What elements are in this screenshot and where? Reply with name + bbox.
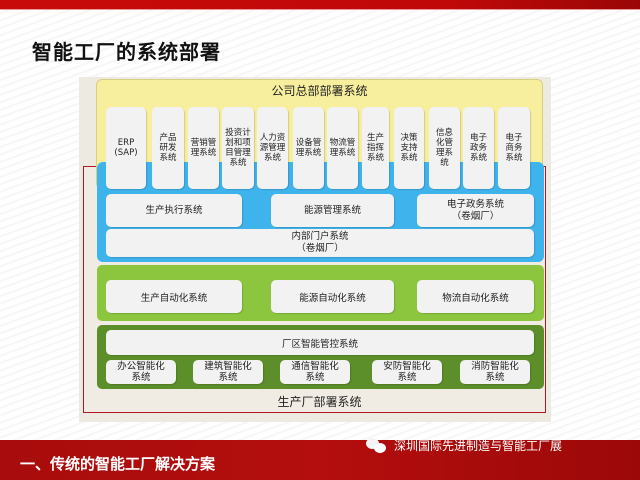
wechat-icon (366, 437, 388, 454)
section-title: 一、传统的智能工厂解决方案 (20, 455, 216, 473)
factory-deployment-title: 生产厂部署系统 (277, 395, 362, 409)
hq-system-card: 产品 研发 系统 (152, 107, 184, 189)
hq-system-card: 电子 商务 系统 (498, 107, 530, 189)
hq-system-card: 人力资 源管理 系统 (257, 107, 288, 189)
internal-portal-card: 内部门户系统 （卷烟厂） (106, 229, 534, 257)
header-bar (0, 0, 640, 10)
smart-system-card: 安防智能化 系统 (372, 360, 442, 384)
hq-system-card: 决策 支持 系统 (394, 107, 424, 189)
automation-system-card: 能源自动化系统 (271, 280, 394, 313)
hq-system-card: 生产 指挥 系统 (362, 107, 389, 189)
hq-system-card: 信息 化管 理系 统 (429, 107, 460, 189)
smart-system-card: 通信智能化 系统 (280, 360, 350, 384)
campus-control-card: 厂区智能管控系统 (106, 330, 534, 355)
hq-deployment-title: 公司总部部署系统 (271, 84, 368, 98)
footer-bar (0, 440, 640, 480)
automation-system-card: 生产自动化系统 (106, 280, 242, 313)
automation-system-card: 物流自动化系统 (417, 280, 534, 313)
hq-system-card: 电子 政务 系统 (463, 107, 494, 189)
mgmt-system-card: 生产执行系统 (106, 194, 242, 227)
smart-system-card: 建筑智能化 系统 (193, 360, 263, 384)
source-credit: 深圳国际先进制造与智能工厂展 (366, 437, 562, 454)
smart-system-card: 办公智能化 系统 (106, 360, 176, 384)
mgmt-system-card: 能源管理系统 (271, 194, 394, 227)
hq-system-card: 物流管 理系统 (327, 107, 358, 189)
hq-system-card: ERP (SAP) (106, 107, 146, 189)
hq-system-card: 设备管 理系统 (293, 107, 324, 189)
hq-system-card: 营销管 理系统 (188, 107, 219, 189)
page-title: 智能工厂的系统部署 (32, 40, 221, 64)
mgmt-system-card: 电子政务系统 （卷烟厂） (417, 194, 534, 227)
smart-system-card: 消防智能化 系统 (460, 360, 530, 384)
hq-system-card: 投资计 划和项 目管理 系统 (222, 107, 254, 189)
source-label: 深圳国际先进制造与智能工厂展 (394, 439, 563, 453)
